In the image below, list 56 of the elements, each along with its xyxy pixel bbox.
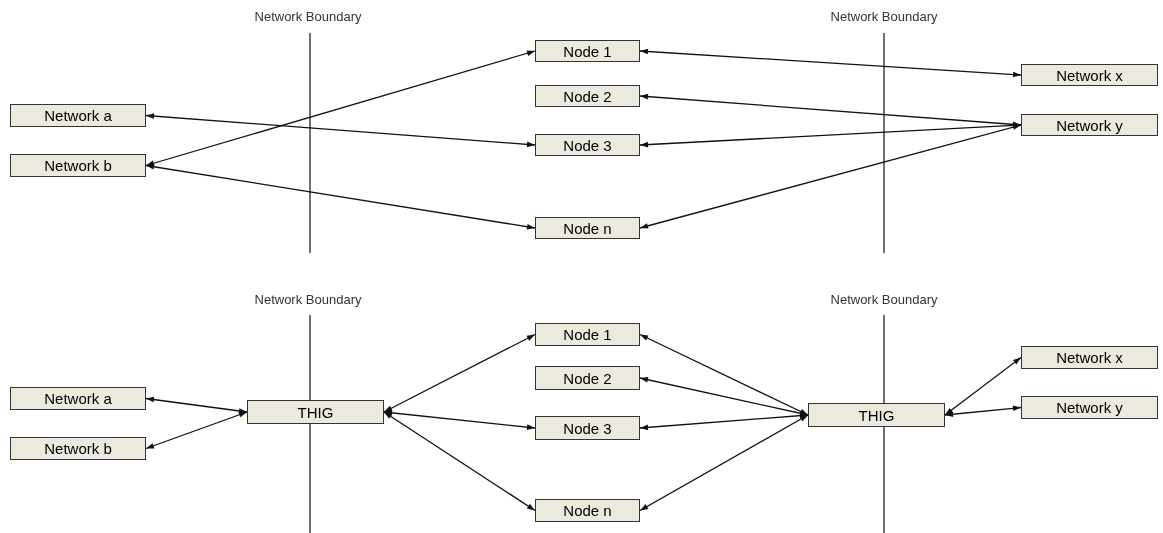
network-box [10,437,146,460]
network-box [808,403,945,427]
double-arrow [944,405,1022,417]
boundary-label: Network Boundary [254,9,362,24]
network-box [247,400,384,424]
network-box [1021,64,1158,86]
node-label: Network y [1056,116,1123,134]
node-label: THIG [297,403,334,421]
node-label: Node 1 [563,326,612,343]
network-box [535,134,640,156]
node-label: Network x [1056,66,1123,84]
double-arrow [639,122,1022,148]
network-box [10,154,146,177]
double-arrow [383,410,536,430]
node-label: Network b [44,157,112,174]
double-arrow [145,396,248,414]
network-box [10,387,146,410]
network-box [535,217,640,239]
network-box [10,104,146,127]
network-box [535,499,640,522]
node-label: Node 3 [563,419,612,437]
double-arrow [145,113,536,148]
boundary-label: Network Boundary [830,292,938,307]
network-box [535,40,640,62]
boundary-label: Network Boundary [830,9,938,24]
network-box [535,366,640,390]
node-label: Node 2 [563,87,612,105]
node-label: Network a [44,390,112,407]
double-arrow [383,411,536,512]
network-box [1021,114,1158,136]
double-arrow [944,356,1022,416]
node-label: Network x [1056,349,1123,366]
node-label: Node n [563,219,612,237]
node-label: Node n [563,502,612,519]
double-arrow [145,164,536,230]
node-label: Node 2 [563,369,612,387]
network-box [535,85,640,107]
double-arrow [383,333,536,413]
double-arrow [639,412,809,431]
node-label: Network a [44,107,112,124]
network-box [1021,396,1158,419]
node-label: Node 1 [563,42,612,60]
double-arrow [639,414,809,512]
network-box [1021,346,1158,369]
double-arrow [639,124,1022,229]
double-arrow [639,48,1022,78]
network-box [535,416,640,440]
node-label: Network y [1056,399,1123,416]
double-arrow [639,377,809,416]
node-label: THIG [858,406,895,424]
node-label: Node 3 [563,136,612,154]
double-arrow [145,411,248,450]
double-arrow [145,50,536,167]
node-label: Network b [44,440,112,457]
boundary-label: Network Boundary [254,292,362,307]
network-box [535,323,640,346]
